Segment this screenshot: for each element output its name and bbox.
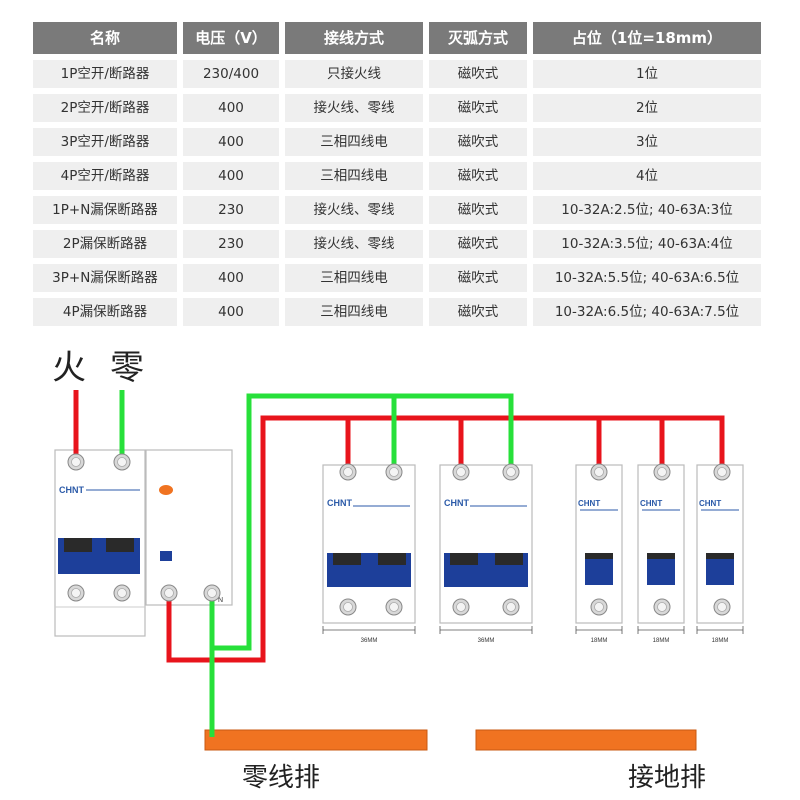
cell-width: 4位	[533, 162, 761, 190]
cell-voltage: 400	[183, 94, 279, 122]
branch-breaker-2p: CHNT	[322, 464, 416, 624]
header-arc: 灭弧方式	[429, 22, 527, 54]
table-row: 1P+N漏保断路器 230 接火线、零线 磁吹式 10-32A:2.5位; 40…	[33, 196, 761, 224]
cell-arc: 磁吹式	[429, 264, 527, 292]
cell-width: 10-32A:2.5位; 40-63A:3位	[533, 196, 761, 224]
cell-wiring: 三相四线电	[285, 162, 423, 190]
main-breaker: CHNT	[54, 449, 146, 637]
cell-voltage: 230	[183, 230, 279, 258]
cell-width: 3位	[533, 128, 761, 156]
cell-width: 10-32A:5.5位; 40-63A:6.5位	[533, 264, 761, 292]
rcd-module: N	[145, 449, 233, 606]
live-label: 火	[52, 348, 86, 388]
cell-arc: 磁吹式	[429, 128, 527, 156]
header-wiring: 接线方式	[285, 22, 423, 54]
cell-wiring: 只接火线	[285, 60, 423, 88]
table-row: 3P空开/断路器 400 三相四线电 磁吹式 3位	[33, 128, 761, 156]
neutral-wires	[119, 390, 514, 737]
branch-breaker-2p: CHNT	[439, 464, 533, 624]
cell-name: 2P空开/断路器	[33, 94, 177, 122]
cell-wiring: 三相四线电	[285, 128, 423, 156]
table-row: 2P漏保断路器 230 接火线、零线 磁吹式 10-32A:3.5位; 40-6…	[33, 230, 761, 258]
cell-name: 4P漏保断路器	[33, 298, 177, 326]
cell-arc: 磁吹式	[429, 298, 527, 326]
ground-bar	[475, 729, 697, 751]
rcd-n-label: N	[218, 597, 223, 604]
cell-wiring: 三相四线电	[285, 264, 423, 292]
cell-wiring: 接火线、零线	[285, 230, 423, 258]
cell-name: 1P空开/断路器	[33, 60, 177, 88]
width-label: 18MM	[653, 638, 670, 644]
brand-text: CHNT	[578, 499, 600, 508]
dimension-marks	[322, 626, 744, 634]
ground-bar-label: 接地排	[628, 763, 707, 793]
table-row: 2P空开/断路器 400 接火线、零线 磁吹式 2位	[33, 94, 761, 122]
cell-arc: 磁吹式	[429, 60, 527, 88]
width-label: 36MM	[478, 638, 495, 644]
neutral-bar-label: 零线排	[242, 763, 321, 793]
table-header-row: 名称 电压（V） 接线方式 灭弧方式 占位（1位=18mm）	[33, 22, 761, 54]
cell-width: 1位	[533, 60, 761, 88]
cell-arc: 磁吹式	[429, 162, 527, 190]
width-label: 36MM	[361, 638, 378, 644]
table-row: 3P+N漏保断路器 400 三相四线电 磁吹式 10-32A:5.5位; 40-…	[33, 264, 761, 292]
neutral-bar	[204, 729, 428, 751]
table-row: 1P空开/断路器 230/400 只接火线 磁吹式 1位	[33, 60, 761, 88]
cell-arc: 磁吹式	[429, 94, 527, 122]
cell-name: 3P+N漏保断路器	[33, 264, 177, 292]
brand-text: CHNT	[444, 498, 469, 508]
cell-arc: 磁吹式	[429, 230, 527, 258]
table-row: 4P空开/断路器 400 三相四线电 磁吹式 4位	[33, 162, 761, 190]
header-name: 名称	[33, 22, 177, 54]
width-label: 18MM	[712, 638, 729, 644]
cell-width: 10-32A:6.5位; 40-63A:7.5位	[533, 298, 761, 326]
cell-wiring: 三相四线电	[285, 298, 423, 326]
cell-name: 1P+N漏保断路器	[33, 196, 177, 224]
cell-width: 2位	[533, 94, 761, 122]
brand-text: CHNT	[59, 485, 84, 495]
cell-voltage: 230/400	[183, 60, 279, 88]
cell-voltage: 400	[183, 128, 279, 156]
brand-text: CHNT	[699, 499, 721, 508]
cell-voltage: 400	[183, 298, 279, 326]
cell-voltage: 230	[183, 196, 279, 224]
cell-wiring: 接火线、零线	[285, 196, 423, 224]
neutral-label: 零	[110, 348, 144, 388]
width-label: 18MM	[591, 638, 608, 644]
table-row: 4P漏保断路器 400 三相四线电 磁吹式 10-32A:6.5位; 40-63…	[33, 298, 761, 326]
branch-breaker-1p: CHNT	[575, 464, 623, 624]
cell-name: 2P漏保断路器	[33, 230, 177, 258]
brand-text: CHNT	[327, 498, 352, 508]
indicator-window	[160, 551, 172, 561]
header-width: 占位（1位=18mm）	[533, 22, 761, 54]
test-button	[159, 485, 173, 495]
cell-wiring: 接火线、零线	[285, 94, 423, 122]
cell-voltage: 400	[183, 264, 279, 292]
branch-breaker-1p: CHNT	[696, 464, 744, 624]
cell-name: 3P空开/断路器	[33, 128, 177, 156]
header-voltage: 电压（V）	[183, 22, 279, 54]
live-wires	[73, 390, 725, 663]
branch-breaker-1p: CHNT	[637, 464, 685, 624]
cell-name: 4P空开/断路器	[33, 162, 177, 190]
brand-text: CHNT	[640, 499, 662, 508]
cell-width: 10-32A:3.5位; 40-63A:4位	[533, 230, 761, 258]
cell-voltage: 400	[183, 162, 279, 190]
cell-arc: 磁吹式	[429, 196, 527, 224]
